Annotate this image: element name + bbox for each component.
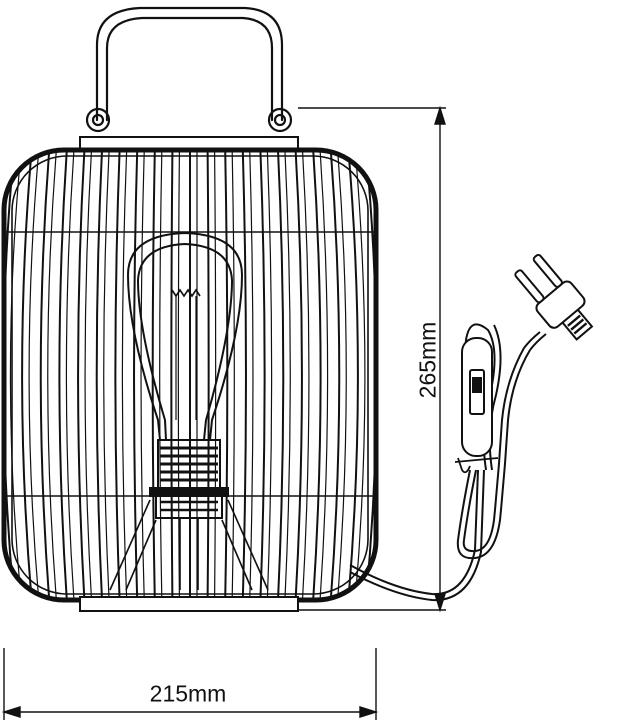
- cage-rib-edge: [231, 151, 235, 599]
- cage-rib-edge: [214, 151, 217, 599]
- width-dimension-label: 215mm: [149, 680, 227, 707]
- bulb-holder-legs: [109, 499, 269, 591]
- cage-rib: [365, 150, 376, 600]
- cage-rib: [114, 150, 121, 600]
- cage-rib: [277, 150, 285, 600]
- cage-rib-edge: [284, 151, 291, 599]
- cage-rib-edge: [121, 151, 128, 599]
- cage-rib-edge: [354, 151, 366, 599]
- cage-rib: [170, 150, 174, 600]
- cage-rib: [347, 150, 359, 600]
- cage-rib-edge: [65, 151, 75, 599]
- lamp-handle: [85, 6, 293, 133]
- cage-rib: [294, 150, 303, 600]
- cage-rib: [39, 150, 51, 600]
- lamp-base: [79, 596, 299, 612]
- cage-rib: [95, 150, 103, 600]
- cage-rib-edge: [28, 151, 40, 599]
- lamp-cage: [4, 150, 376, 600]
- cage-rib-edge: [177, 151, 180, 599]
- cage-rib: [329, 150, 341, 600]
- cage-rib: [312, 150, 322, 600]
- cage-rib: [224, 150, 229, 600]
- cage-rib: [241, 150, 247, 600]
- cage-rib: [4, 150, 15, 600]
- cage-rib-edge: [103, 151, 110, 599]
- height-dimension: [298, 105, 446, 613]
- cage-rib-edge: [319, 151, 329, 599]
- bulb-socket: [149, 439, 229, 519]
- edison-bulb: [126, 231, 244, 441]
- cage-rib-edge: [9, 151, 22, 599]
- cage-rib-edge: [266, 151, 273, 599]
- cage-rib: [206, 150, 210, 600]
- power-cable: [349, 323, 547, 602]
- cage-rib-edge: [302, 151, 310, 599]
- cage-rib: [133, 150, 139, 600]
- height-dimension-label: 265mm: [414, 321, 441, 399]
- width-dimension: [1, 648, 379, 720]
- cage-rib-edge: [140, 151, 145, 599]
- cage-rib: [21, 150, 33, 600]
- cage-rib: [259, 150, 266, 600]
- cage-rib: [77, 150, 86, 600]
- cage-rib-edge: [249, 151, 254, 599]
- cage-rib: [58, 150, 68, 600]
- cage-rib-edge: [84, 151, 92, 599]
- cage-rib-edge: [159, 151, 163, 599]
- cage-rib-edge: [47, 151, 57, 599]
- cage-rib-edge: [337, 151, 347, 599]
- power-plug: [514, 253, 594, 341]
